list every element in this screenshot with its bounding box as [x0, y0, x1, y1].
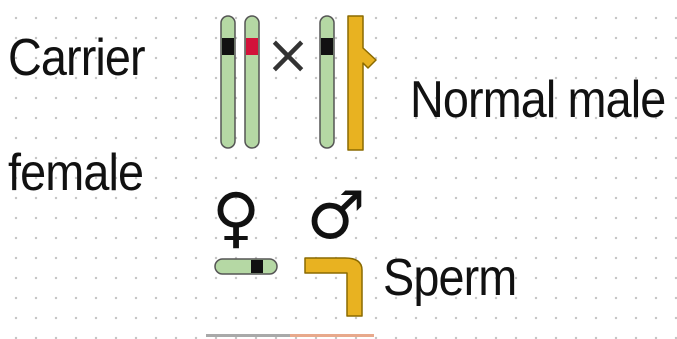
female-symbol: ♀ [212, 179, 260, 256]
female-x-chromosome-mutant [244, 15, 260, 149]
bottom-rule-left [206, 334, 290, 337]
sperm-label: Sperm [383, 249, 517, 307]
sperm-y-chromosome [304, 257, 363, 317]
normal-male-label: Normal male [410, 71, 666, 129]
female-x-chromosome-normal [220, 15, 236, 149]
female-label: female [8, 144, 144, 202]
male-x-chromosome [319, 15, 335, 149]
male-y-chromosome [347, 15, 377, 151]
carrier-label: Carrier [8, 29, 146, 87]
egg-x-chromosome [214, 258, 278, 275]
bottom-rule-right [290, 334, 374, 337]
male-symbol: ♂ [306, 177, 365, 254]
cross-symbol: × [265, 23, 310, 86]
